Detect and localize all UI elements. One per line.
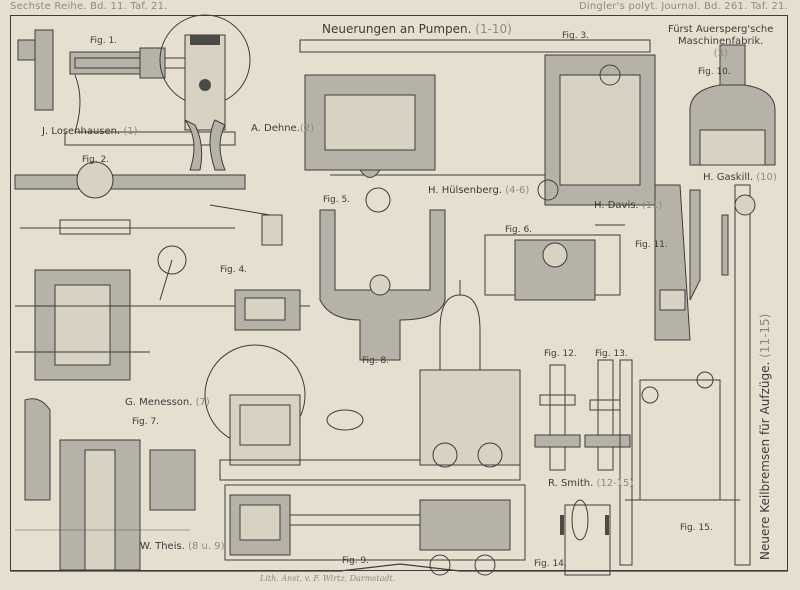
- header-left: Sechste Reihe. Bd. 11. Taf. 21.: [10, 1, 168, 12]
- fig-label: Fig. 6.: [505, 225, 533, 235]
- fig-label: Fig. 13.: [595, 349, 628, 359]
- header-right: Dingler's polyt. Journal. Bd. 261. Taf. …: [579, 1, 788, 12]
- plate-title: Neuerungen an Pumpen. (1-10): [322, 22, 512, 36]
- fig-label: Fig. 7.: [132, 417, 160, 427]
- fig-label: Fig. 14.: [534, 559, 567, 569]
- fig-label: Fig. 3.: [562, 31, 590, 41]
- fig-11-drawing: [654, 184, 701, 341]
- fig-5-drawing: [319, 187, 446, 361]
- fig-3-drawing: [299, 39, 656, 206]
- fig-15-drawing: [619, 359, 740, 566]
- inventor-hulsenberg: H. Hülsenberg. (4-6): [428, 185, 530, 196]
- inventor-dehne: A. Dehne.(2): [251, 123, 315, 134]
- fig-label: Fig. 2.: [82, 155, 110, 165]
- fig-1-drawing: [17, 14, 251, 146]
- inventor-menesson: G. Menesson. (7): [125, 397, 210, 408]
- fig-label: Fig. 10.: [698, 67, 731, 77]
- side-title-text: Neuere Keilbremsen für Aufzüge.: [758, 361, 772, 560]
- fig-label: Fig. 4.: [220, 265, 248, 275]
- fig-8-drawing: [204, 280, 521, 481]
- fig-14-drawing: [560, 499, 611, 576]
- plate-frame: [10, 15, 788, 571]
- gaskill-drawing: [721, 184, 756, 566]
- fig-label: Fig. 11.: [635, 240, 668, 250]
- lithographer-credit: Lith. Anst. v. F. Wirtz, Darmstadt.: [260, 574, 396, 583]
- inventor-losenhausen: J. Losenhausen. (1): [42, 126, 138, 137]
- fig-9-drawing: [224, 484, 526, 576]
- fig-6-drawing: [484, 179, 625, 301]
- fig-label: Fig. 15.: [680, 523, 713, 533]
- fig-10-drawing: [689, 44, 776, 166]
- fig-12-13-drawing: [534, 359, 631, 471]
- inventor-smith: R. Smith. (12-15): [548, 478, 634, 489]
- fig-label: Fig. 5.: [323, 195, 351, 205]
- inventor-theis: W. Theis. (8 u. 9): [140, 541, 225, 552]
- side-title: Neuere Keilbremsen für Aufzüge. (11-15): [758, 314, 772, 560]
- side-title-range: (11-15): [758, 313, 772, 358]
- plate-title-range: (1-10): [475, 22, 512, 36]
- inventor-davis: H. Davis. (11): [594, 200, 663, 211]
- fig-7-drawing: [15, 398, 196, 571]
- inventor-gaskill: H. Gaskill. (10): [703, 172, 777, 183]
- fig-label: Fig. 9.: [342, 556, 370, 566]
- plate-title-text: Neuerungen an Pumpen.: [322, 22, 472, 36]
- fig-label: Fig. 1.: [90, 36, 118, 46]
- fig-4-drawing: [15, 245, 310, 381]
- fig-label: Fig. 12.: [544, 349, 577, 359]
- fig-label: Fig. 8.: [362, 356, 390, 366]
- fig-2-drawing: [14, 119, 283, 246]
